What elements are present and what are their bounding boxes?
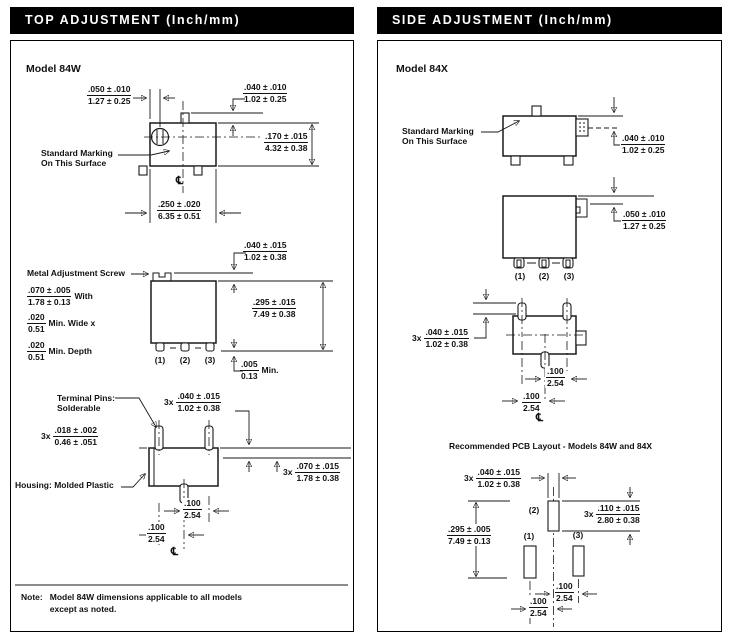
standard-marking-line1: Standard Marking xyxy=(41,148,113,158)
model-84w-drawing xyxy=(15,89,351,586)
side-bottom-view-outline xyxy=(473,289,587,401)
pin-2-label: (2) xyxy=(179,355,191,365)
terminal-pins-label: Terminal Pins: Solderable xyxy=(57,393,115,413)
pad-1-label: (1) xyxy=(523,531,535,541)
front-view-outline xyxy=(131,252,333,372)
note: Note: Model 84W dimensions applicable to… xyxy=(21,591,242,616)
pin-1-label: (1) xyxy=(154,355,166,365)
centerline-symbol: ℄ xyxy=(176,175,184,187)
centerline-symbol: ℄ xyxy=(171,546,179,558)
centerline-symbol: ℄ xyxy=(536,412,544,424)
note-label: Note: xyxy=(21,592,43,602)
model-84x-drawing xyxy=(468,97,654,627)
standard-marking-line2: On This Surface xyxy=(41,158,107,169)
model-84x-title: Model 84X xyxy=(396,63,448,75)
note-line1: Model 84W dimensions applicable to all m… xyxy=(49,592,242,602)
terminal-pins-line1: Terminal Pins: xyxy=(57,393,115,403)
standard-marking-line1: Standard Marking xyxy=(402,126,474,136)
metal-screw-label: Metal Adjustment Screw xyxy=(27,268,125,278)
terminal-pins-line2: Solderable xyxy=(57,403,101,414)
side-adjustment-header: SIDE ADJUSTMENT (Inch/mm) xyxy=(377,7,722,34)
note-text: Model 84W dimensions applicable to all m… xyxy=(50,591,242,616)
pin-1-label: (1) xyxy=(514,271,526,281)
top-adjustment-panel: Model 84W Standard Marking On This Surfa… xyxy=(10,40,354,632)
housing-label: Housing: Molded Plastic xyxy=(15,480,114,490)
top-adjustment-header: TOP ADJUSTMENT (Inch/mm) xyxy=(10,7,354,34)
side-front-view-outline xyxy=(502,177,654,269)
standard-marking-label: Standard Marking On This Surface xyxy=(402,126,474,146)
side-adjustment-panel: Model 84X Standard Marking On This Surfa… xyxy=(377,40,722,632)
pcb-layout-title: Recommended PCB Layout - Models 84W and … xyxy=(448,441,653,451)
side-top-view-outline xyxy=(481,97,623,166)
pin-3-label: (3) xyxy=(204,355,216,365)
pad-2-label: (2) xyxy=(528,505,540,515)
note-line2: except as noted. xyxy=(49,604,117,615)
pin-2-label: (2) xyxy=(538,271,550,281)
pin-3-label: (3) xyxy=(563,271,575,281)
standard-marking-line2: On This Surface xyxy=(402,136,468,147)
standard-marking-label: Standard Marking On This Surface xyxy=(41,148,113,168)
pcb-layout-outline xyxy=(468,473,640,627)
pad-3-label: (3) xyxy=(572,530,584,540)
model-84w-title: Model 84W xyxy=(26,63,81,75)
top-view-outline xyxy=(118,89,319,223)
